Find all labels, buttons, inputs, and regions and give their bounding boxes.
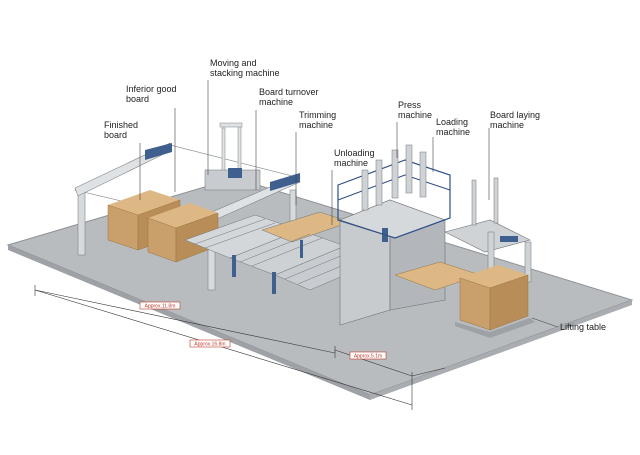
label-inferior-good-board: Inferior good board (126, 84, 177, 104)
label-moving-stacking-machine: Moving and stacking machine (210, 58, 280, 78)
label-trimming-machine: Trimming machine (299, 110, 337, 130)
svg-text:Approx.11.8m: Approx.11.8m (145, 304, 176, 310)
svg-text:Approx.5.1m: Approx.5.1m (354, 354, 382, 360)
conveyor-beds (184, 211, 381, 294)
dimension-lines (34, 285, 446, 410)
dimension-label-3: Approx.5.1m (349, 351, 387, 360)
label-finished-board: Finished board (104, 120, 139, 140)
label-board-laying-machine: Board laying machine (490, 110, 541, 130)
dimension-label-1: Approx.11.8m (139, 301, 181, 310)
finished-board-stacks (107, 190, 219, 263)
label-unloading-machine: Unloading machine (334, 148, 375, 168)
svg-text:Approx.16.8m: Approx.16.8m (194, 342, 225, 348)
floor-slab (6, 177, 634, 400)
label-press-machine: Press machine (398, 100, 433, 120)
press-machine-body (337, 144, 481, 326)
dimension-label-2: Approx.16.8m (189, 339, 231, 348)
board-laying-machine-body (444, 177, 535, 338)
label-lifting-table: Lifting table (560, 322, 607, 332)
label-board-turnover-machine: Board turnover machine (259, 87, 319, 107)
leader-lines (139, 80, 559, 328)
label-loading-machine: Loading machine (436, 117, 471, 137)
